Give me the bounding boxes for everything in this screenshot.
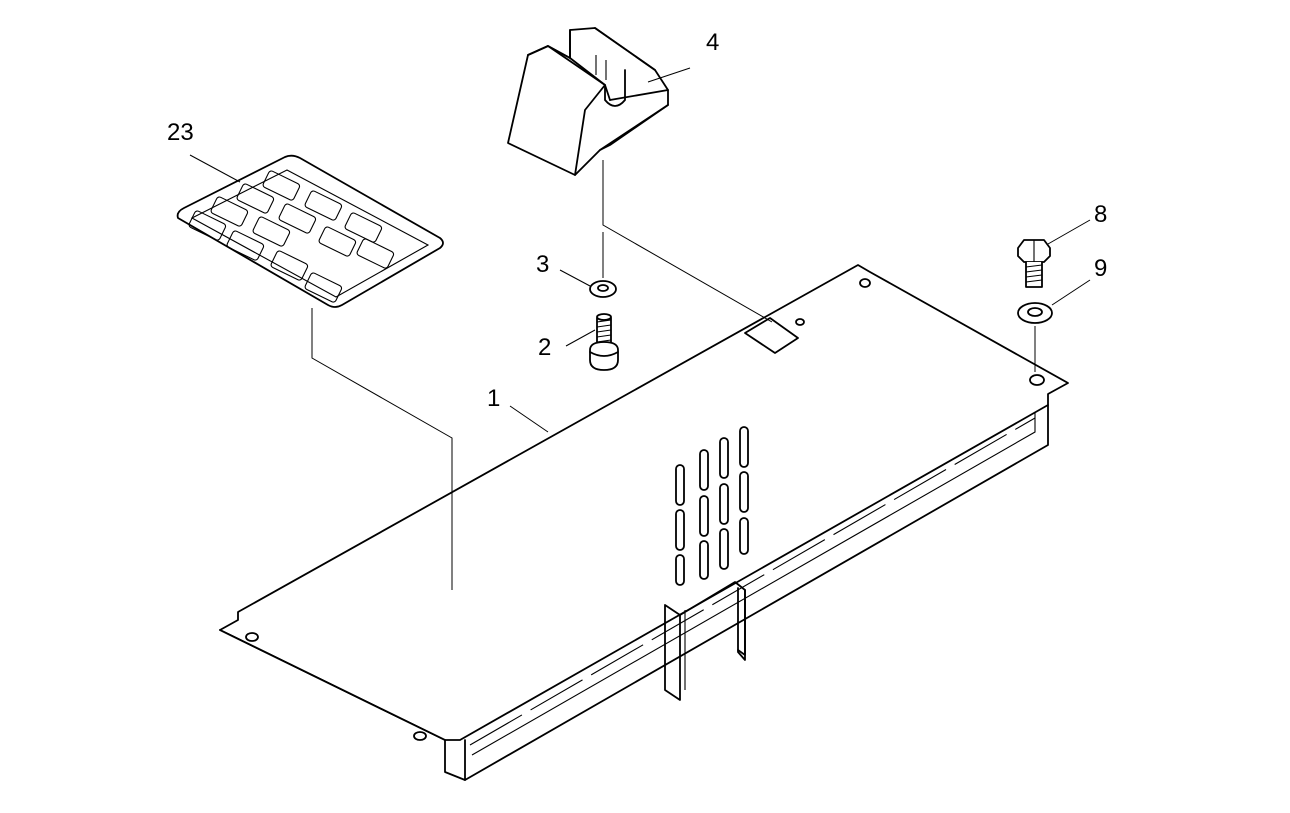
washer-large [1017,302,1053,324]
callout-4: 4 [706,29,719,56]
callout-2: 2 [538,334,551,361]
washer-small [589,280,617,298]
callout-23: 23 [167,119,194,146]
base-plate [219,264,1069,781]
keypad-mat [176,154,444,308]
vent-slots [675,426,749,586]
callout-8: 8 [1094,201,1107,228]
leader-lines [189,67,1091,433]
clamp-block [507,27,669,176]
assembly-lines [311,160,1036,590]
callout-9: 9 [1094,255,1107,282]
callout-3: 3 [536,251,549,278]
screw [589,313,619,371]
hex-bolt [1017,239,1051,288]
callout-1: 1 [487,385,500,412]
